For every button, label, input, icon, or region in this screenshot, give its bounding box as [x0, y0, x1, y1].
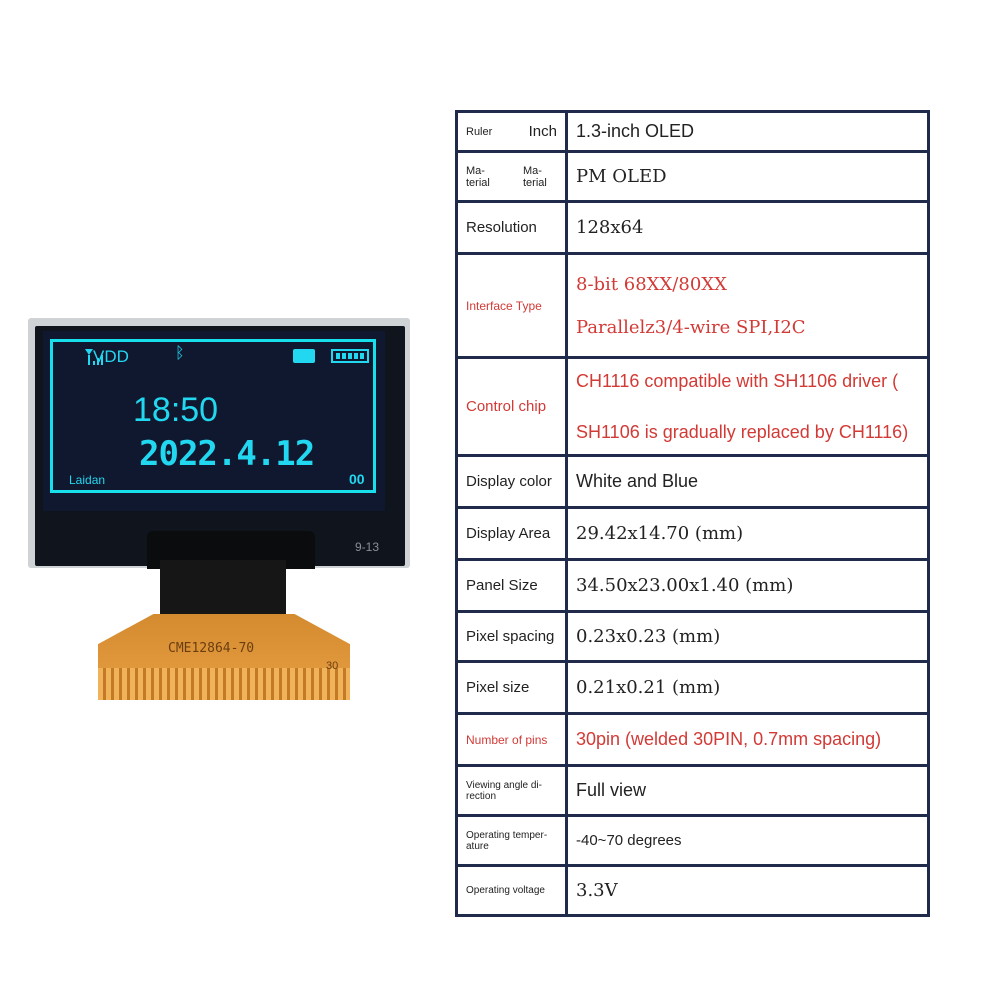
signal-icon: [85, 349, 103, 365]
screen-frame: [50, 339, 376, 493]
table-row: Pixel spacing 0.23x0.23 (mm): [455, 610, 930, 663]
spec-key: Control chip: [455, 356, 568, 457]
spec-value-line: 8-bit 68XX/80XX: [576, 273, 727, 295]
table-row: Ruler Inch 1.3-inch OLED: [455, 110, 930, 153]
spec-value: 3.3V: [565, 864, 930, 917]
spec-value: 1.3-inch OLED: [565, 110, 930, 153]
spec-table: Ruler Inch 1.3-inch OLED Ma- terial Ma- …: [455, 110, 930, 917]
spec-value: 128x64: [565, 200, 930, 255]
spec-key-a: Ruler: [466, 125, 493, 138]
oled-module-image: VDD ᛒ 18:50 2022.4.12 Laidan 00 9-13 CME…: [28, 318, 410, 700]
screen-time: 18:50: [133, 391, 219, 429]
mail-icon: [293, 349, 315, 363]
spec-value: White and Blue: [565, 454, 930, 509]
spec-key: Resolution: [455, 200, 568, 255]
oled-screen: VDD ᛒ 18:50 2022.4.12 Laidan 00: [43, 331, 385, 511]
spec-key: Panel Size: [455, 558, 568, 613]
spec-value: 8-bit 68XX/80XX Parallelz3/4-wire SPI,I2…: [565, 252, 930, 359]
fpc-label: CME12864-70: [168, 641, 255, 656]
table-row: Control chip CH1116 compatible with SH11…: [455, 356, 930, 457]
spec-key: Ma- terial Ma- terial: [455, 150, 568, 203]
table-row: Number of pins 30pin (welded 30PIN, 0.7m…: [455, 712, 930, 767]
table-row: Operating temper- ature -40~70 degrees: [455, 814, 930, 867]
spec-value: 0.23x0.23 (mm): [565, 610, 930, 663]
table-row: Display Area 29.42x14.70 (mm): [455, 506, 930, 561]
spec-key-b: Ma- terial: [523, 164, 547, 189]
spec-value: 0.21x0.21 (mm): [565, 660, 930, 715]
table-row: Interface Type 8-bit 68XX/80XX Parallelz…: [455, 252, 930, 359]
spec-value-line: SH1106 is gradually replaced by CH1116): [576, 421, 909, 442]
spec-key-a: Ma- terial: [466, 164, 490, 189]
spec-key: Viewing angle di- rection: [455, 764, 568, 817]
spec-value: 30pin (welded 30PIN, 0.7mm spacing): [565, 712, 930, 767]
screen-date: 2022.4.12: [139, 434, 315, 474]
spec-key: Number of pins: [455, 712, 568, 767]
table-row: Panel Size 34.50x23.00x1.40 (mm): [455, 558, 930, 613]
spec-value: 29.42x14.70 (mm): [565, 506, 930, 561]
spec-key: Display color: [455, 454, 568, 509]
spec-key: Interface Type: [455, 252, 568, 359]
spec-key-b: Inch: [528, 122, 557, 140]
fpc-number: 30: [326, 660, 339, 672]
spec-key: Ruler Inch: [455, 110, 568, 153]
vdd-label: VDD: [93, 347, 129, 366]
spec-value: Full view: [565, 764, 930, 817]
battery-icon: [331, 349, 369, 363]
table-row: Pixel size 0.21x0.21 (mm): [455, 660, 930, 715]
table-row: Display color White and Blue: [455, 454, 930, 509]
spec-key: Operating voltage: [455, 864, 568, 917]
spec-key: Display Area: [455, 506, 568, 561]
fpc-neck: [160, 560, 286, 622]
spec-key: Operating temper- ature: [455, 814, 568, 867]
glass-mark: 9-13: [355, 540, 380, 554]
spec-value: -40~70 degrees: [565, 814, 930, 867]
table-row: Resolution 128x64: [455, 200, 930, 255]
module-panel: VDD ᛒ 18:50 2022.4.12 Laidan 00 9-13: [35, 326, 405, 569]
bluetooth-icon: ᛒ: [175, 345, 185, 362]
spec-value: CH1116 compatible with SH1106 driver ( S…: [565, 356, 930, 457]
module-glass: VDD ᛒ 18:50 2022.4.12 Laidan 00 9-13: [28, 318, 410, 569]
spec-key: Pixel size: [455, 660, 568, 715]
spec-value-line: Parallelz3/4-wire SPI,I2C: [576, 316, 806, 338]
table-row: Ma- terial Ma- terial PM OLED: [455, 150, 930, 203]
spec-key: Pixel spacing: [455, 610, 568, 663]
table-row: Operating voltage 3.3V: [455, 864, 930, 917]
table-row: Viewing angle di- rection Full view: [455, 764, 930, 817]
fpc-pins: [98, 668, 350, 700]
screen-corner-text: 00: [349, 471, 365, 487]
spec-value-line: CH1116 compatible with SH1106 driver (: [576, 370, 899, 391]
screen-brand: Laidan: [69, 473, 106, 487]
spec-value: PM OLED: [565, 150, 930, 203]
spec-value: 34.50x23.00x1.40 (mm): [565, 558, 930, 613]
